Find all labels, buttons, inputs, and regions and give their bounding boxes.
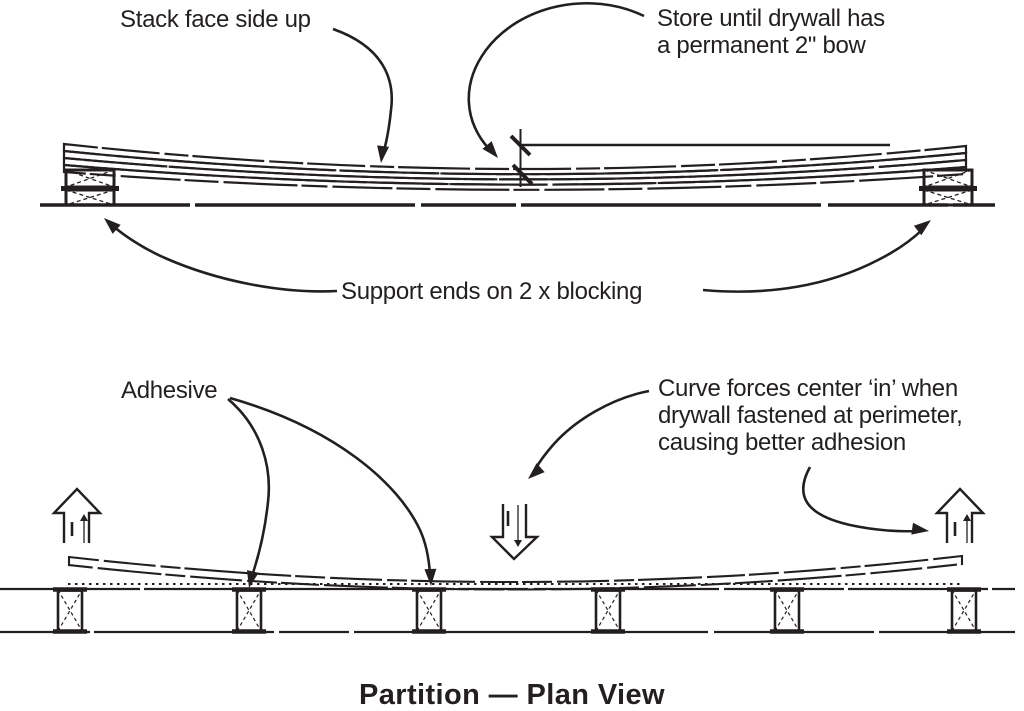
right-up-force-arrow: [934, 487, 986, 543]
drywall-sheet: [62, 163, 968, 191]
stud: [53, 587, 87, 634]
stud: [947, 587, 981, 634]
stack-label-leader: [332, 27, 393, 163]
left-blocking: [61, 168, 119, 207]
drywall-stack: [62, 142, 968, 191]
studs: [53, 587, 981, 634]
curve-label-leader-right: [801, 466, 929, 535]
stud: [412, 587, 446, 634]
left-up-force-arrow: [51, 487, 103, 543]
stud: [232, 587, 266, 634]
adhesive-leader-2: [229, 396, 437, 586]
store-label-leader: [467, 2, 645, 158]
support-label-leader-right: [702, 220, 931, 293]
adhesive-leader-1: [227, 398, 271, 588]
support-label-leader-left: [104, 218, 338, 293]
center-down-force-arrow: [489, 504, 540, 561]
diagram-title: Partition — Plan View: [359, 679, 665, 711]
store-until-bow-label: Store until drywall has a permanent 2" b…: [657, 5, 885, 60]
curve-forces-label: Curve forces center ‘in’ when drywall fa…: [658, 375, 963, 457]
right-blocking: [919, 168, 977, 207]
stud: [591, 587, 625, 634]
stack-face-label: Stack face side up: [120, 6, 311, 33]
curve-label-leader-down: [528, 389, 650, 479]
stud: [770, 587, 804, 634]
adhesive-label: Adhesive: [121, 377, 218, 404]
partition-plan-diagram: [0, 389, 1015, 634]
stored-stack-diagram: [40, 2, 995, 293]
bow-dimension: [509, 129, 890, 187]
support-ends-label: Support ends on 2 x blocking: [341, 278, 643, 305]
bowed-drywall-sheet: [67, 554, 964, 591]
